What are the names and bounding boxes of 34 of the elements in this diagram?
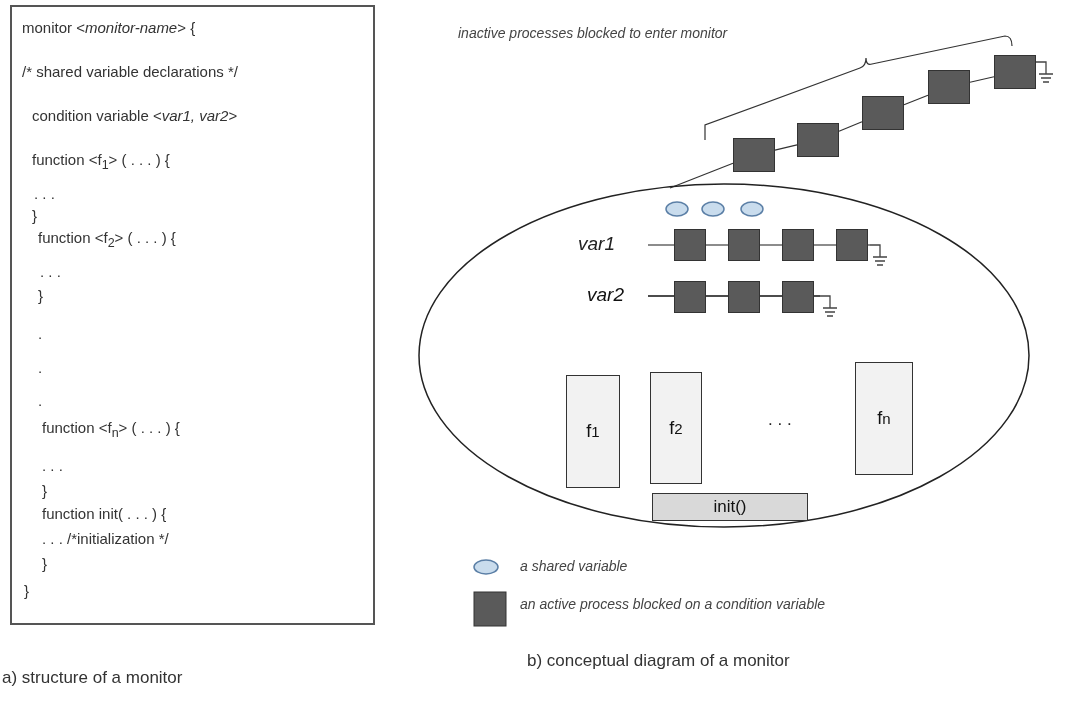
caption: b) conceptual diagram of a monitor [527,651,790,671]
legend-text: an active process blocked on a condition variable [520,596,826,612]
code-line: } [42,555,47,573]
code-line: } [32,207,37,225]
code-line: } [24,582,29,600]
code-line: . . . [40,263,61,281]
code-line: function <f$_{n}$> ( . . . ) { [42,419,180,442]
code-line: . . . /*initialization */ [42,530,169,548]
init-function-box: init() [652,493,808,521]
code-line: . [38,325,43,343]
code-line: function <f$_{1}$> ( . . . ) { [32,151,170,174]
code-line: . [38,392,43,410]
ellipsis: . . . [768,410,792,430]
connector-line [774,144,798,151]
queue-label: var2 [587,284,624,306]
connector-line [903,94,929,106]
code-line: condition variable <var1, var2> [32,107,238,125]
note-text: inactive processes blocked to enter monitor [458,25,728,41]
code-line: } [42,482,47,500]
code-line: monitor <monitor-name> { [22,19,196,37]
code-listing-box [10,5,375,625]
code-line: } [38,287,43,305]
code-line: /* shared variable declarations */ [22,63,238,81]
code-line: function init( . . . ) { [42,505,167,523]
code-line: . [38,359,43,377]
code-line: . . . [42,457,63,475]
connector-line [969,76,995,83]
code-line: . . . [34,185,55,203]
queue-label: var1 [578,233,615,255]
legend-text: a shared variable [520,558,628,574]
caption: a) structure of a monitor [2,668,183,688]
connector-line [669,162,734,189]
connector-line [838,121,863,132]
code-line: function <f$_{2}$> ( . . . ) { [38,229,176,252]
